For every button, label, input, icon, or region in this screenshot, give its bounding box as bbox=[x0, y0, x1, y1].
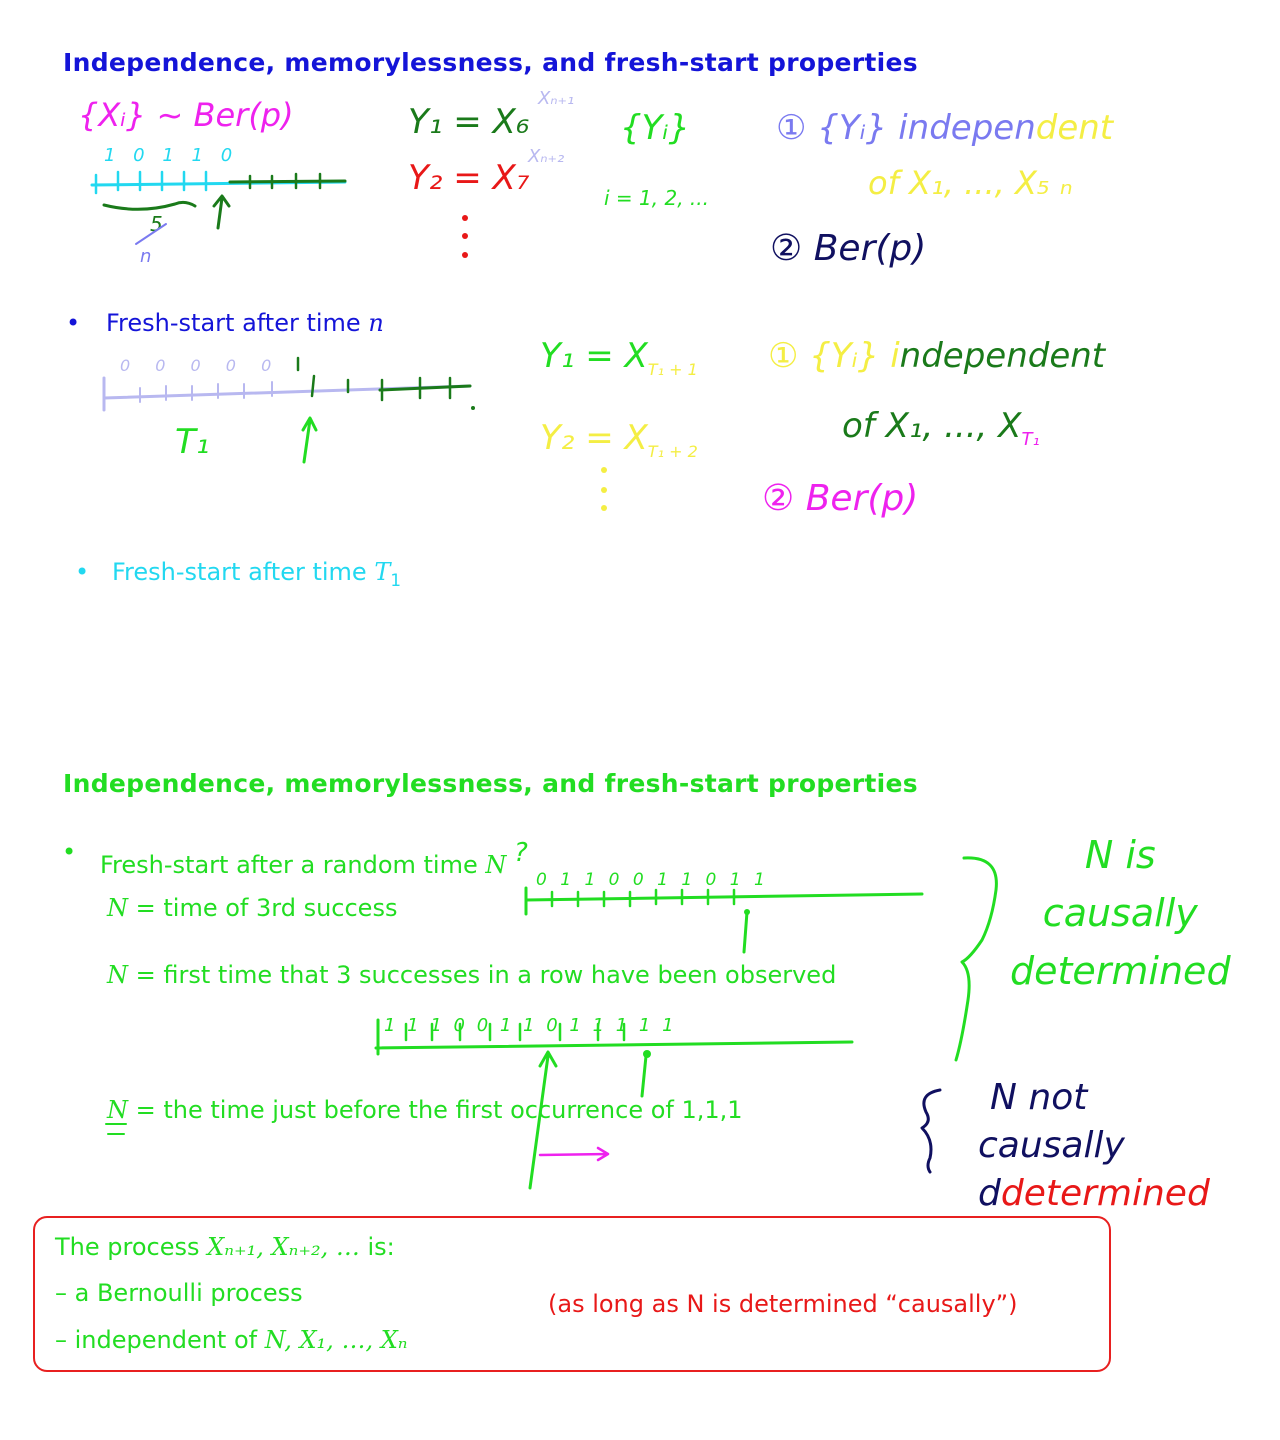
note-c1c: of X₁, ..., X₅ ₙ bbox=[868, 164, 1073, 202]
note-xn1: Xₙ₊₁ bbox=[538, 88, 575, 109]
arrow-long bbox=[528, 1050, 558, 1190]
timeline-ticks-lavender bbox=[139, 381, 273, 403]
question-mark: ? bbox=[514, 838, 528, 868]
timeline-ticks-green-mid bbox=[296, 356, 452, 402]
note-y2: Y₂ = X₇ bbox=[408, 158, 530, 198]
note-c3a: ① {Yᵢ} independent bbox=[768, 336, 1106, 376]
timeline-green bbox=[228, 179, 347, 184]
brace-not-causal bbox=[920, 1088, 942, 1174]
arrow-up-t1 bbox=[301, 416, 318, 464]
timeline-ticks bbox=[94, 170, 208, 195]
pointer-a bbox=[742, 910, 749, 954]
box-note-causally: (as long as N is determined “causally”) bbox=[548, 1290, 1018, 1318]
note-c2: ② Ber(p) bbox=[770, 228, 927, 269]
underline-n bbox=[105, 1123, 127, 1135]
bullet-dot: • bbox=[66, 309, 81, 337]
bullet-dot: • bbox=[75, 558, 90, 586]
var-t-sub: 1 bbox=[390, 569, 402, 590]
timeline-ticks-green bbox=[248, 172, 322, 190]
strike bbox=[135, 223, 167, 245]
timeline-b bbox=[374, 1040, 854, 1050]
box-line1: The process Xₙ₊₁, Xₙ₊₂, … is: bbox=[55, 1233, 395, 1261]
note-bits-a: 0 1 1 0 0 1 1 0 1 1 bbox=[536, 870, 769, 890]
summary-box bbox=[33, 1216, 1111, 1372]
note-five: 5 bbox=[150, 212, 163, 236]
bullet-dot: • bbox=[62, 838, 77, 866]
note-y1: Y₁ = X₆ bbox=[408, 102, 530, 142]
var-n: n bbox=[368, 309, 384, 337]
slide1-title: Independence, memorylessness, and fresh-… bbox=[63, 48, 918, 77]
note-yi-set: {Yᵢ} bbox=[620, 108, 691, 148]
bullet-text: Fresh-start after a random time bbox=[100, 851, 478, 879]
brace-under bbox=[102, 200, 197, 211]
note-y2b: Y₂ = XT₁ + 2 bbox=[540, 418, 698, 461]
arrow-up-green bbox=[212, 194, 231, 230]
note-bits-b: 1 1 1 0 0 1 1 0 1 1 1 1 1 bbox=[384, 1015, 677, 1036]
note-n-small: n bbox=[140, 246, 152, 267]
note-xn2: Xₙ₊₂ bbox=[528, 146, 565, 167]
note-xi-ber: {Xᵢ} ~ Ber(p) bbox=[78, 96, 294, 134]
pointer-b bbox=[640, 1054, 648, 1098]
slide2-title: Independence, memorylessness, and fresh-… bbox=[63, 769, 918, 798]
note-c1a: ① {Yᵢ} independent bbox=[776, 108, 1114, 148]
timeline-a bbox=[524, 892, 924, 902]
note-c3c: of X₁, ..., XT₁ bbox=[842, 406, 1040, 450]
note-bits-top: 1 0 1 1 0 bbox=[104, 145, 239, 166]
vertical-dots-yellow bbox=[601, 467, 607, 511]
line-third-success: N = time of 3rd success bbox=[107, 894, 398, 922]
bullet-fresh-start-t1: Fresh-start after time T1 bbox=[112, 558, 401, 590]
vertical-dots-red bbox=[462, 215, 468, 258]
note-causal: N is causally determined bbox=[1010, 833, 1231, 993]
note-i-range: i = 1, 2, ... bbox=[604, 186, 709, 210]
line-three-in-row: N = first time that 3 successes in a row… bbox=[107, 961, 837, 989]
bullet-text: Fresh-start after time bbox=[106, 309, 361, 337]
timeline-b-ticks bbox=[404, 1022, 626, 1042]
brace-causal bbox=[954, 856, 998, 1062]
bullet-text: Fresh-start after time bbox=[112, 558, 367, 586]
var-t: T bbox=[374, 558, 391, 586]
box-item-independent: – independent of N, X₁, …, Xₙ bbox=[55, 1326, 408, 1354]
arrow-right-magenta bbox=[538, 1146, 610, 1162]
note-y1b: Y₁ = XT₁ + 1 bbox=[540, 336, 698, 379]
note-t1: T₁ bbox=[175, 422, 210, 462]
bullet-fresh-start-n: Fresh-start after time n bbox=[106, 309, 384, 337]
box-item-bernoulli: – a Bernoulli process bbox=[55, 1279, 303, 1307]
note-not-causal: N not causally ddetermined bbox=[978, 1077, 1210, 1214]
var-n: N bbox=[485, 851, 507, 879]
note-bits-mid: 0 0 0 0 0 bbox=[120, 356, 282, 375]
bullet-random-time: Fresh-start after a random time N ? bbox=[100, 838, 528, 879]
note-c4: ② Ber(p) bbox=[762, 478, 919, 519]
timeline-a-ticks bbox=[550, 888, 736, 908]
line-before-111: N = the time just before the first occur… bbox=[107, 1096, 743, 1124]
